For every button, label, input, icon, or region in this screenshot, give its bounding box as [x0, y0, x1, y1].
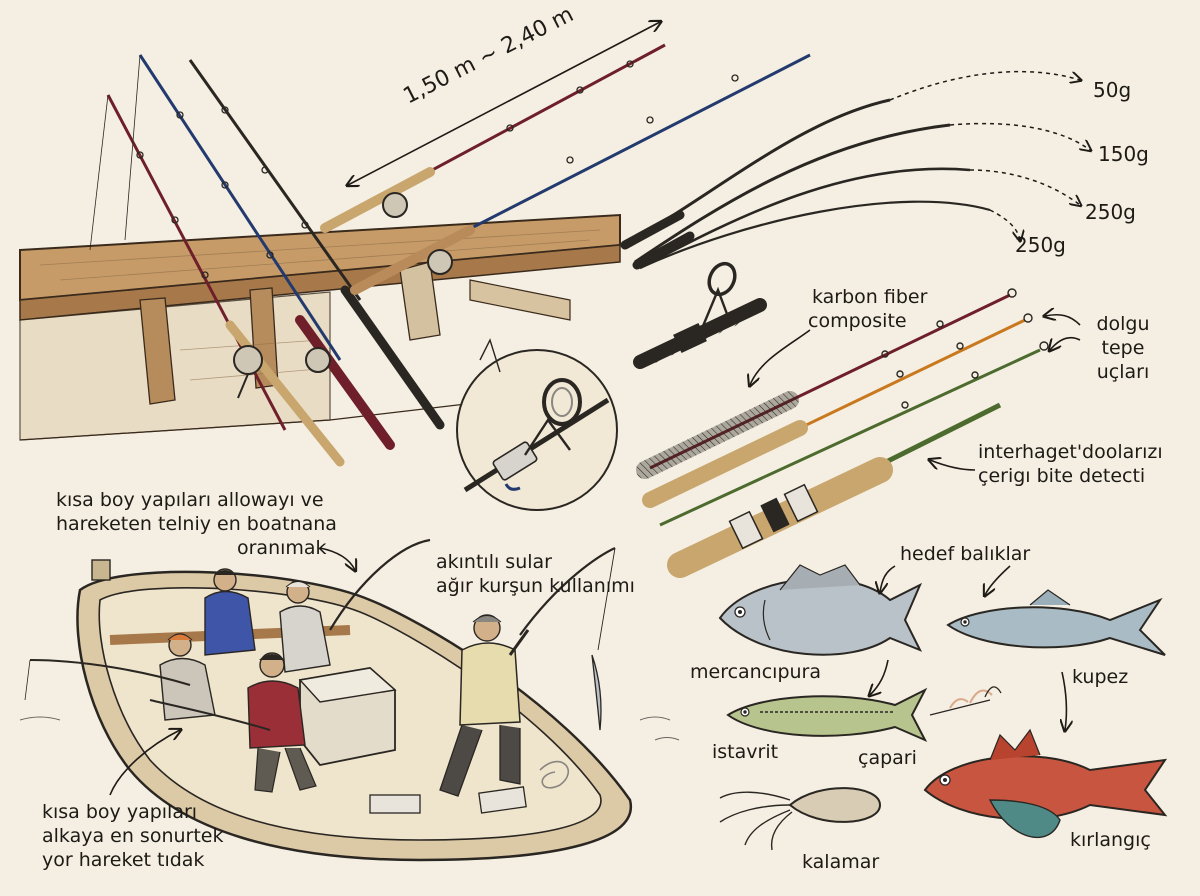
weight-label-250g-a: 250g	[1085, 200, 1136, 224]
weight-label-50g: 50g	[1093, 78, 1132, 102]
weight-label-150g: 150g	[1098, 142, 1149, 166]
boat-callout-arrows	[109, 547, 355, 796]
blank-callout-arrows	[750, 315, 1081, 471]
fish-label-kirlangic: kırlangıç	[1070, 829, 1151, 851]
rod-blanks-illustration	[633, 261, 1049, 578]
boat-note-top-line-3: oranımak	[237, 537, 327, 559]
fish-label-capari: çapari	[858, 747, 917, 769]
fish-label-mercancipura: mercancıpura	[690, 661, 822, 683]
boat-note-bottom-line-1: kısa boy yapıları	[42, 801, 198, 823]
rod-rack-illustration	[19, 54, 621, 467]
fish-label-kupez: kupez	[1072, 666, 1129, 688]
material-label-line-1: karbon fiber	[812, 286, 928, 308]
current-note-line-2: ağır kurşun kullanımı	[436, 575, 635, 597]
weight-label-250g-b: 250g	[1015, 233, 1066, 257]
boat-note-bottom-line-2: alkaya en sonurtek	[42, 825, 224, 847]
boat-note-top-line-1: kısa boy yapıları allowayı ve	[56, 489, 324, 511]
current-note-line-1: akıntılı sular	[436, 551, 552, 573]
guide-closeup-inset	[456, 338, 618, 511]
boat-note-bottom-line-3: yor hareket tıdak	[42, 849, 205, 871]
boat-note-top-line-2: hareketen telniy en boatnana	[56, 513, 337, 535]
fish-label-istavrit: istavrit	[712, 741, 779, 763]
material-label-line-2: composite	[808, 310, 907, 332]
detect-label-line-2: çerigı bite detecti	[978, 465, 1146, 487]
fish-callout-arrows	[870, 565, 1066, 730]
tip-label-line-3: uçları	[1096, 361, 1150, 383]
boat-illustration	[19, 538, 680, 862]
fish-section-title: hedef balıklar	[900, 543, 1031, 565]
rod-action-illustration	[620, 70, 1090, 270]
tip-label-line-2: tepe	[1101, 337, 1145, 359]
tip-label-line-1: dolgu	[1096, 313, 1150, 335]
fish-label-kalamar: kalamar	[802, 851, 880, 873]
length-dimension-arrow	[348, 22, 660, 185]
fish-illustrations	[718, 564, 1168, 851]
detect-label-line-1: interhaget'doolarızı	[978, 441, 1163, 463]
